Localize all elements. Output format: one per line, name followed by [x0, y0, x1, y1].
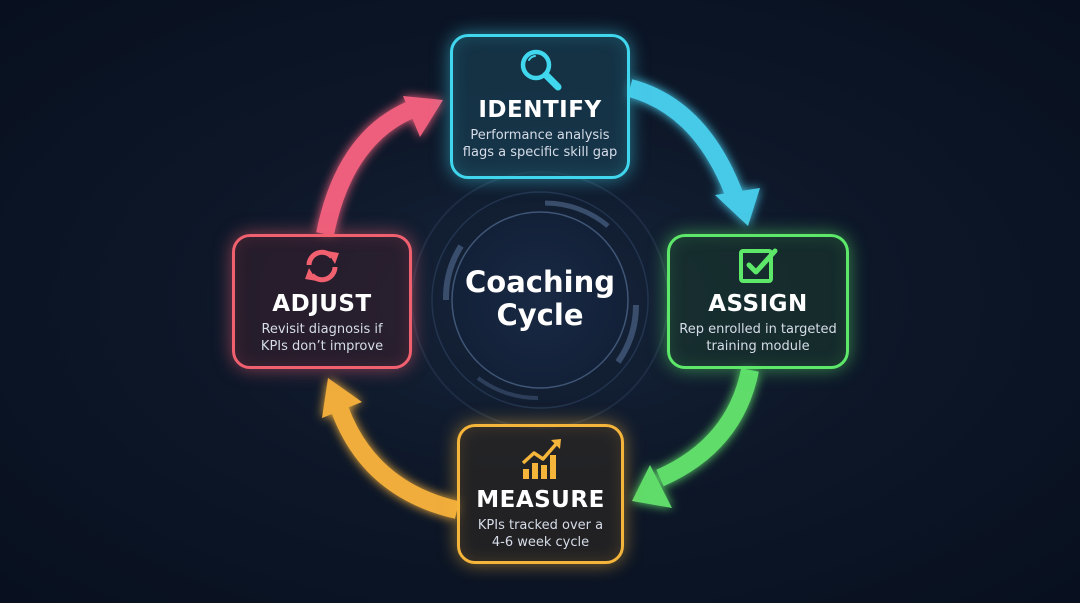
desc-line: KPIs tracked over a	[477, 518, 604, 533]
arrow-adjust-to-identify	[316, 96, 443, 236]
step-description: Rep enrolled in targeted training module	[679, 321, 836, 355]
step-description: KPIs tracked over a 4-6 week cycle	[478, 517, 603, 551]
step-title: ASSIGN	[708, 291, 808, 317]
arrow-assign-to-measure	[632, 368, 759, 508]
checkbox-icon	[739, 248, 778, 283]
center-title-line2: Cycle	[496, 298, 584, 332]
desc-line: Performance analysis	[470, 128, 610, 143]
step-card-adjust: ADJUST Revisit diagnosis if KPIs don’t i…	[232, 234, 412, 369]
arrow-identify-to-assign	[627, 79, 760, 226]
step-title: IDENTIFY	[478, 97, 602, 123]
step-title: MEASURE	[476, 487, 605, 513]
step-card-measure: MEASURE KPIs tracked over a 4-6 week cyc…	[457, 424, 624, 564]
step-description: Performance analysis flags a specific sk…	[463, 127, 617, 161]
step-card-identify: IDENTIFY Performance analysis flags a sp…	[450, 34, 630, 179]
step-description: Revisit diagnosis if KPIs don’t improve	[261, 321, 383, 355]
desc-line: training module	[706, 339, 810, 354]
step-card-assign: ASSIGN Rep enrolled in targeted training…	[667, 234, 849, 369]
step-title: ADJUST	[272, 291, 372, 317]
center-title-line1: Coaching	[465, 265, 615, 299]
desc-line: 4-6 week cycle	[491, 535, 590, 550]
bar-chart-trend-icon	[521, 439, 561, 479]
desc-line: KPIs don’t improve	[260, 339, 384, 354]
desc-line: Rep enrolled in targeted	[679, 322, 837, 337]
desc-line: flags a specific skill gap	[462, 145, 618, 160]
refresh-icon	[305, 249, 339, 283]
center-title: Coaching Cycle	[440, 266, 640, 332]
magnifier-icon	[520, 49, 562, 91]
desc-line: Revisit diagnosis if	[261, 322, 383, 337]
arrow-measure-to-adjust	[322, 378, 460, 519]
